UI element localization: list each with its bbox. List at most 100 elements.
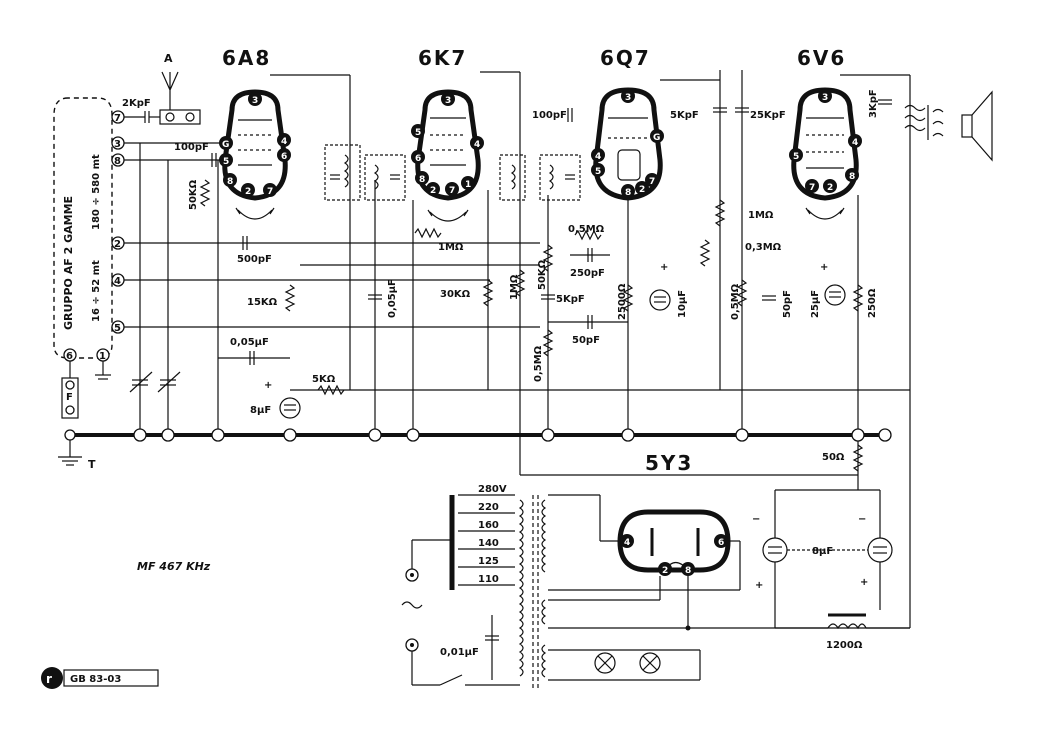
tube-6k7-label: 6K7 <box>418 46 467 70</box>
resistor-05m-a: 0,5MΩ <box>568 224 605 241</box>
terminal-8: 8 <box>111 153 125 167</box>
svg-text:6: 6 <box>281 152 287 162</box>
rectifier-wiring <box>548 494 910 681</box>
capacitor-100pf-b: 100pF <box>532 108 573 122</box>
electrolytic-10uf: + 10μF <box>649 262 688 318</box>
capacitor-005-b: 0,05μF <box>368 279 398 318</box>
gruppo-band2: 16 ÷ 52 mt <box>91 260 102 322</box>
svg-text:1200Ω: 1200Ω <box>826 640 863 651</box>
gruppo-title: GRUPPO AF 2 GAMME <box>62 196 75 330</box>
svg-text:4: 4 <box>114 276 121 287</box>
terminal-2: 2 <box>111 236 125 250</box>
tube-6k7: 3 5 4 6 8 2 7 1 <box>411 89 484 222</box>
svg-text:125: 125 <box>478 556 499 567</box>
if-transformer-4 <box>539 154 581 201</box>
svg-text:r: r <box>46 672 52 686</box>
svg-text:−: − <box>858 514 866 525</box>
svg-text:25μF: 25μF <box>810 290 821 318</box>
terminal-4: 4 <box>111 273 125 287</box>
svg-text:50pF: 50pF <box>572 335 600 346</box>
output-transformer <box>904 104 944 140</box>
svg-text:4: 4 <box>281 137 287 147</box>
capacitor-50pf-b: 50pF <box>762 290 793 318</box>
catalog-badge: r GB 83-03 <box>41 667 159 689</box>
gruppo-band1: 180 ÷ 580 mt <box>91 154 102 230</box>
resistor-30k: 30KΩ <box>440 279 494 307</box>
svg-text:8: 8 <box>625 188 631 198</box>
svg-text:6: 6 <box>415 154 421 164</box>
resistor-250: 250Ω <box>852 284 878 318</box>
svg-text:2: 2 <box>245 187 251 197</box>
resistor-50k-a: 50KΩ <box>188 179 211 210</box>
resistor-50: 50Ω <box>822 444 864 472</box>
if-transformer-1 <box>324 144 361 201</box>
svg-text:110: 110 <box>478 574 499 585</box>
svg-text:0,5MΩ: 0,5MΩ <box>730 283 741 320</box>
filter-choke: 1200Ω <box>775 390 911 651</box>
resistor-1m-c: 1MΩ <box>714 199 774 227</box>
resistor-1m-a: 1MΩ <box>414 227 464 253</box>
svg-text:+: + <box>820 262 828 273</box>
tube-5y3: 4 6 2 8 <box>617 509 731 576</box>
ground-t-icon: T <box>58 429 96 471</box>
svg-text:2KpF: 2KpF <box>122 98 151 109</box>
svg-text:140: 140 <box>478 538 499 549</box>
capacitor-001: 0,01μF <box>440 615 499 680</box>
variable-capacitor-2 <box>157 371 181 393</box>
svg-text:220: 220 <box>478 502 499 513</box>
ground-nodes <box>133 428 892 442</box>
potentiometer-05m-b: 0,5MΩ <box>533 329 554 382</box>
capacitor-500pf: 500pF <box>237 236 272 265</box>
tube-6q7-label: 6Q7 <box>600 46 651 70</box>
svg-text:3KpF: 3KpF <box>868 89 879 118</box>
tube-6q7-pins: 3 G 4 5 8 2 7 <box>591 89 664 198</box>
svg-text:7: 7 <box>449 186 455 196</box>
mains-plug-icon <box>401 568 423 652</box>
svg-text:+: + <box>755 580 763 591</box>
svg-text:5: 5 <box>223 157 229 167</box>
svg-text:5KpF: 5KpF <box>556 294 585 305</box>
electrolytic-8uf-a: + 8μF <box>250 380 301 419</box>
svg-text:100pF: 100pF <box>532 110 567 121</box>
svg-text:1: 1 <box>465 180 471 190</box>
tube-5y3-label: 5Y3 <box>645 451 693 475</box>
svg-text:3: 3 <box>252 96 258 106</box>
svg-text:0,5MΩ: 0,5MΩ <box>568 224 605 235</box>
svg-text:7: 7 <box>114 113 121 124</box>
tube-6v6: 3 5 4 8 2 7 <box>789 87 862 220</box>
antenna-icon: A <box>159 52 201 125</box>
svg-text:2: 2 <box>114 239 121 250</box>
variable-capacitor-1 <box>129 371 153 393</box>
svg-text:2: 2 <box>430 186 436 196</box>
capacitor-2kpf: 2KpF <box>122 98 160 123</box>
tube-6v6-pins: 3 5 4 8 2 7 <box>789 89 862 193</box>
resistor-05m-c: 0,5MΩ <box>730 279 748 320</box>
svg-text:10μF: 10μF <box>677 290 688 318</box>
svg-text:+: + <box>860 577 868 588</box>
svg-text:5KpF: 5KpF <box>670 110 699 121</box>
tube-6k7-pins: 3 5 4 6 8 2 7 1 <box>411 92 484 196</box>
svg-text:0,3MΩ: 0,3MΩ <box>745 242 782 253</box>
svg-text:100pF: 100pF <box>174 142 209 153</box>
filter-capacitor-1: − + <box>752 490 788 628</box>
svg-text:+: + <box>264 380 272 391</box>
pilot-lamp-1 <box>594 652 616 674</box>
svg-text:4: 4 <box>624 538 630 548</box>
ground-1-icon <box>95 361 111 380</box>
tube-6a8-pins: 3 G 4 5 6 8 2 7 <box>219 92 291 197</box>
if-transformer-3 <box>499 154 526 201</box>
filter-capacitor-label: 8μF <box>787 546 868 557</box>
svg-text:2: 2 <box>662 566 668 576</box>
tube-6q7: 3 G 4 5 8 2 7 <box>591 87 664 201</box>
svg-text:8μF: 8μF <box>250 405 271 416</box>
svg-text:0,5MΩ: 0,5MΩ <box>533 345 544 382</box>
svg-text:8μF: 8μF <box>812 546 833 557</box>
svg-text:G: G <box>653 133 660 143</box>
resistor-2500: 2500Ω <box>617 283 634 320</box>
svg-text:5: 5 <box>793 152 799 162</box>
terminal-7: 7 <box>111 110 125 124</box>
tube-6v6-label: 6V6 <box>797 46 846 70</box>
svg-text:8: 8 <box>685 566 691 576</box>
svg-text:6: 6 <box>718 538 724 548</box>
